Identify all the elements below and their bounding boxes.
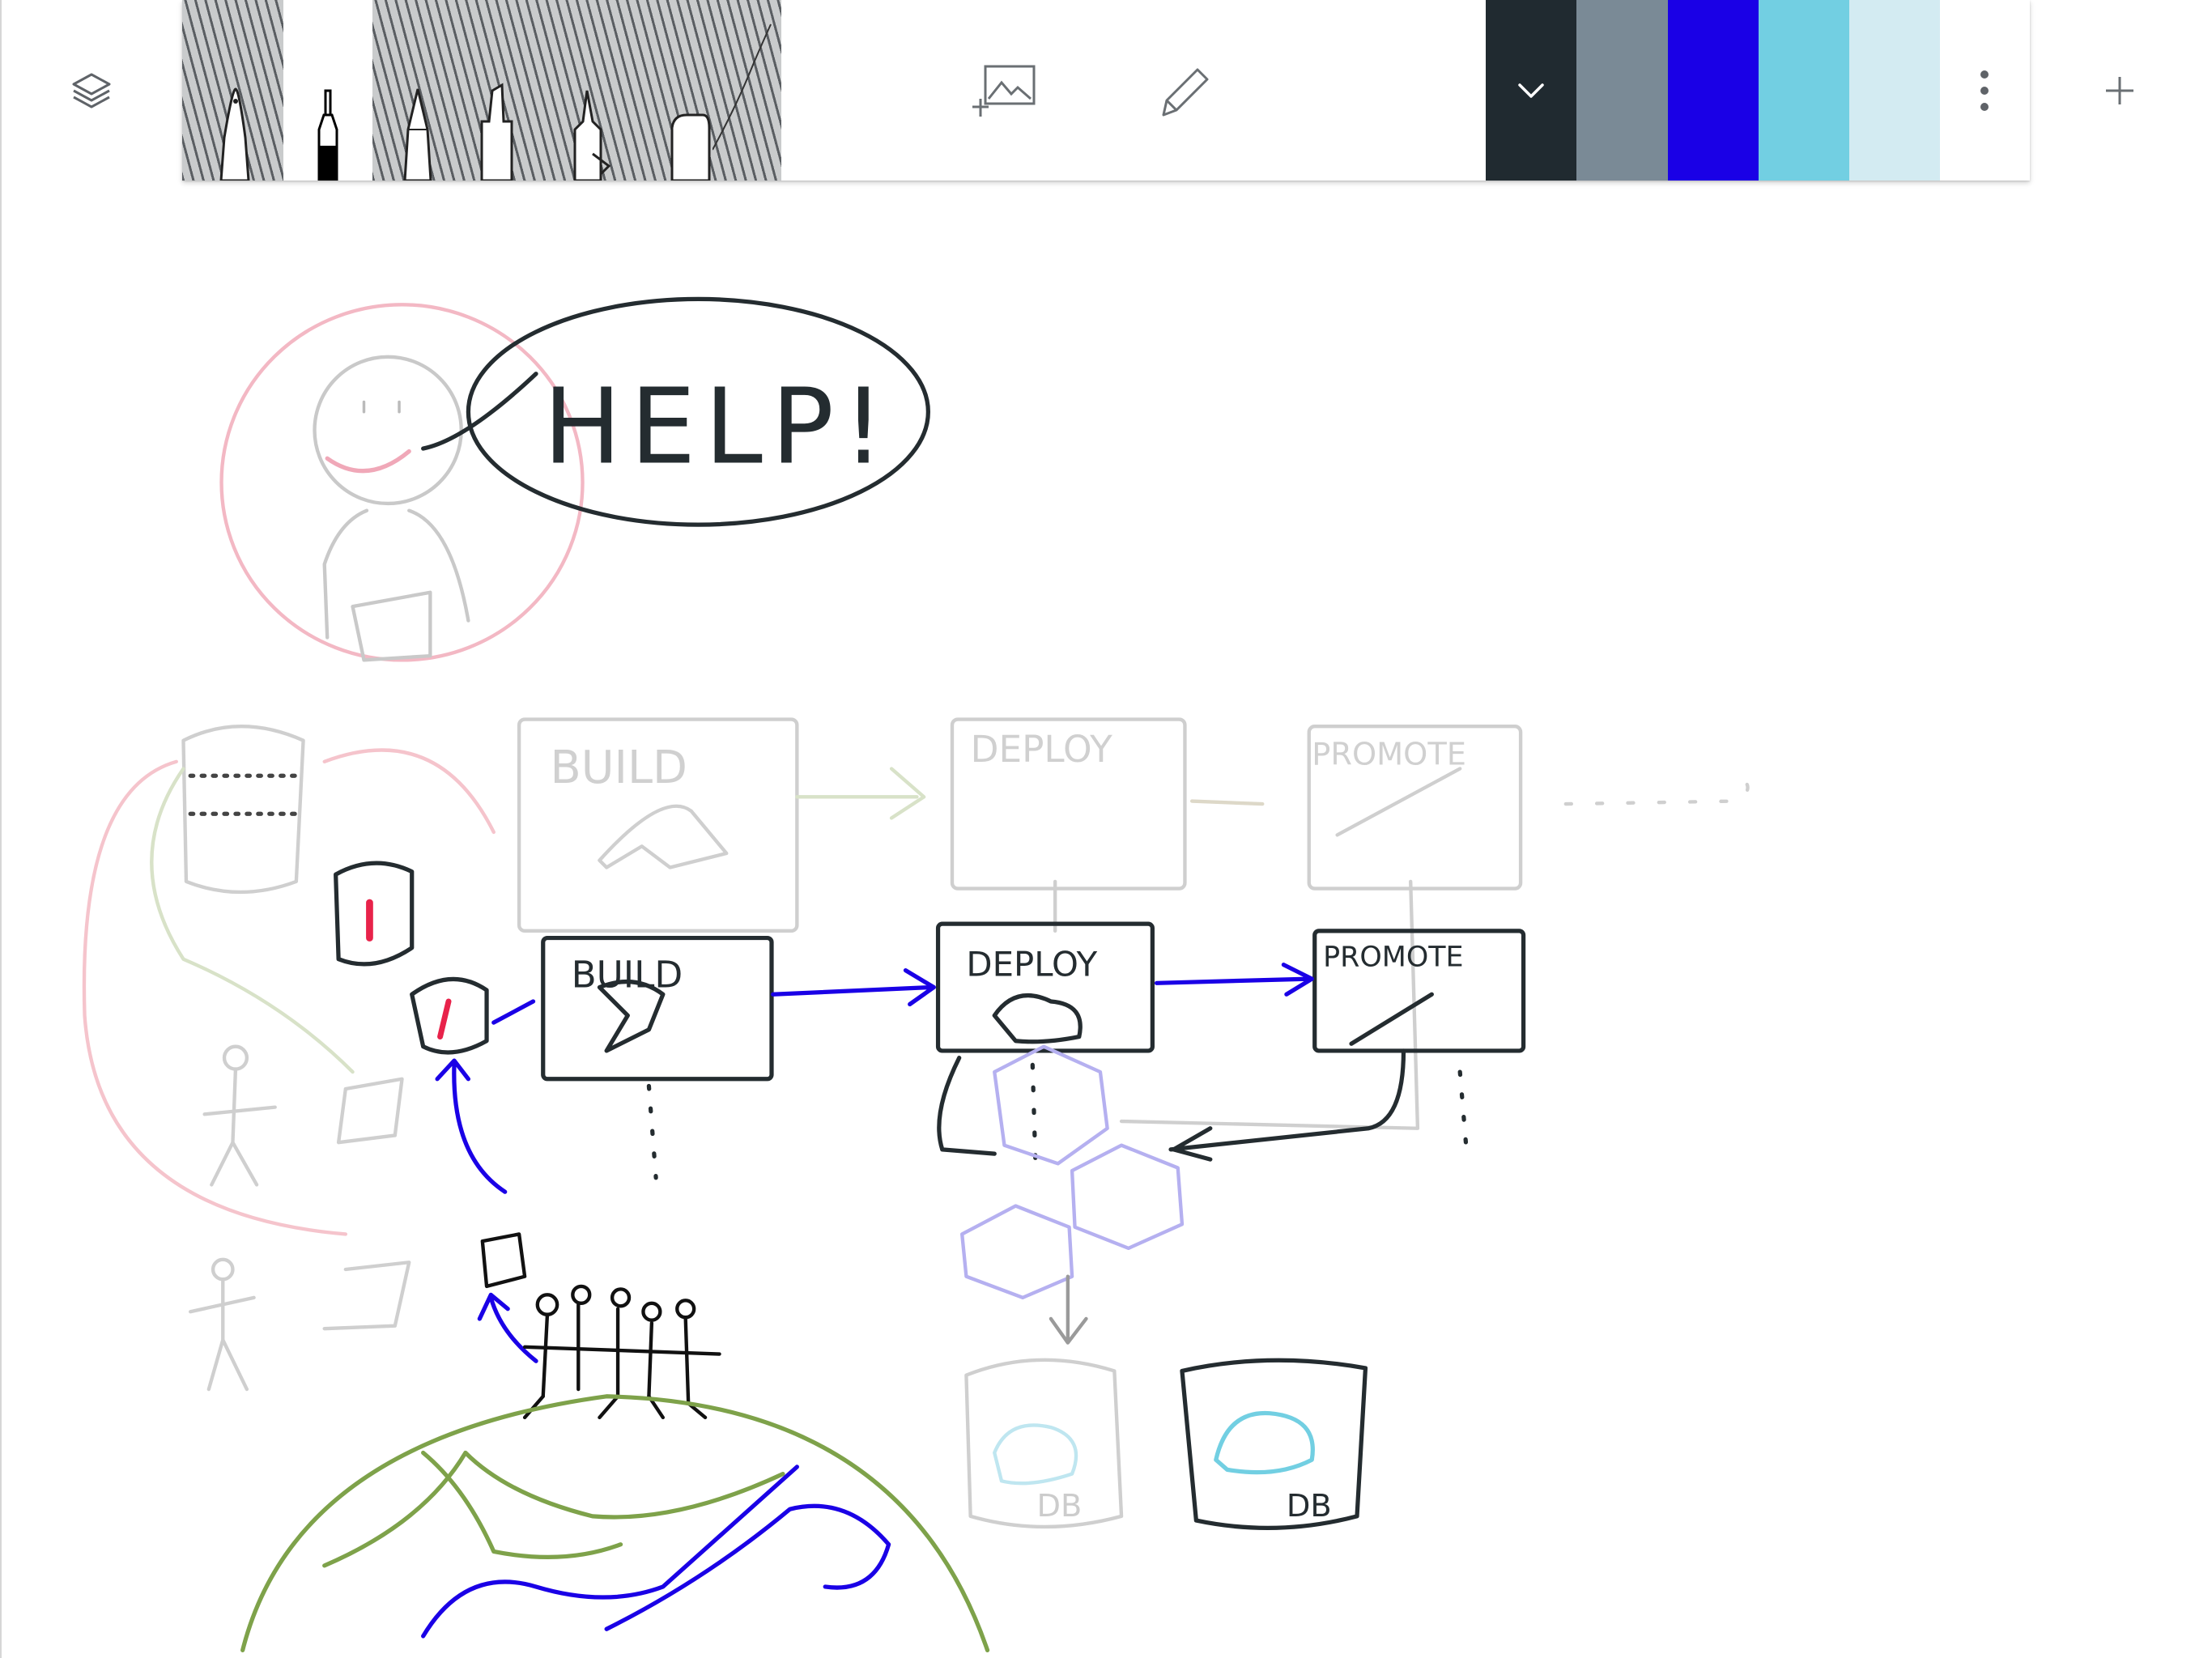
faded-promote-label: PROMOTE	[1312, 736, 1466, 772]
window-edge	[0, 0, 2, 1658]
tool-ballpoint-pen[interactable]	[182, 0, 283, 181]
build-label: BUILD	[572, 954, 683, 997]
more-vert-icon[interactable]	[1944, 50, 2025, 131]
db-label: DB	[1287, 1488, 1332, 1524]
plus-icon[interactable]	[2079, 50, 2160, 131]
faded-deploy-label: DEPLOY	[971, 728, 1113, 771]
color-swatch-gray[interactable]	[1576, 0, 1668, 181]
tool-pens-group	[372, 0, 781, 181]
green-arc	[150, 767, 355, 1074]
color-swatch-dark-slate[interactable]	[1486, 0, 1576, 181]
blue-arrows	[435, 963, 1314, 1363]
tool-highlighter[interactable]	[480, 83, 513, 181]
layers-icon[interactable]	[51, 50, 132, 131]
crowd-sketch	[480, 1232, 721, 1420]
tool-marker[interactable]	[403, 88, 432, 181]
tool-pencil-stroke[interactable]	[713, 0, 810, 181]
drawing-toolbar	[72, 0, 2133, 181]
color-swatch-sky[interactable]	[1759, 0, 1849, 181]
globe-sketch	[240, 1394, 990, 1652]
artifact-cans	[334, 861, 489, 1055]
add-image-icon[interactable]	[963, 50, 1044, 131]
chevron-down-icon	[1518, 83, 1544, 98]
db-faded-label: DB	[1037, 1488, 1083, 1524]
tool-calligraphy-pen[interactable]	[573, 90, 611, 181]
tool-eraser[interactable]	[670, 113, 711, 181]
color-swatch-light-sky[interactable]	[1849, 0, 1940, 181]
deploy-label: DEPLOY	[966, 945, 1097, 984]
promote-label: PROMOTE	[1323, 941, 1463, 973]
faded-build-label: BUILD	[550, 742, 687, 794]
pencil-icon[interactable]	[1144, 50, 1225, 131]
pink-arc	[82, 759, 348, 1236]
help-person-sketch: HELP!	[219, 296, 930, 662]
faded-pipeline: BUILD DEPLOY PROMOTE	[181, 717, 1750, 1130]
help-text: HELP!	[543, 366, 893, 487]
db-cans: DB DB	[964, 1358, 1368, 1530]
drawing-canvas[interactable]: HELP! BUILD DEPLOY PROMOTE	[0, 181, 2212, 1658]
cluster-hexes	[960, 1044, 1185, 1300]
stick-figures-faded	[189, 1044, 411, 1392]
tool-fineliner[interactable]	[283, 0, 372, 181]
color-swatch-blue[interactable]	[1668, 0, 1759, 181]
main-pipeline: BUILD DEPLOY PROMOTE	[541, 921, 1526, 1180]
